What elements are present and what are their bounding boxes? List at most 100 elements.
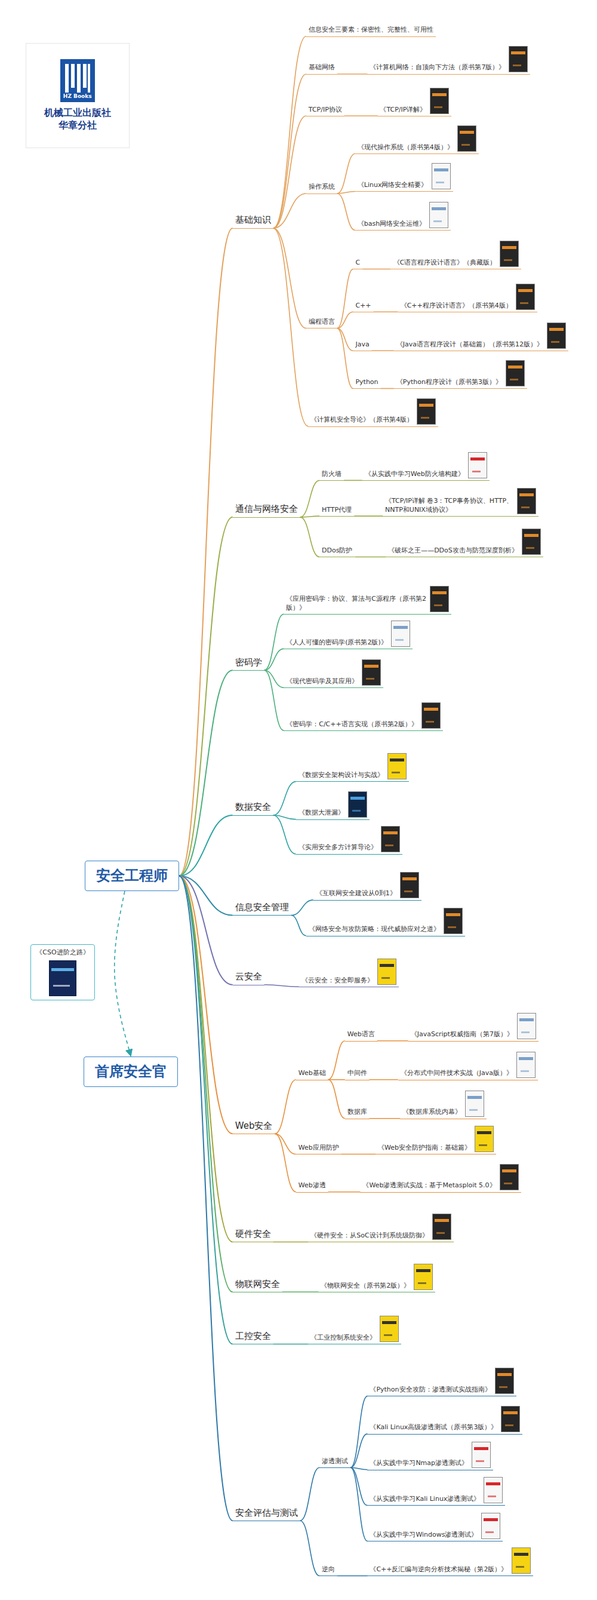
logo-icon: HZ Books [60,59,95,103]
publisher-name: 机械工业出版社 华章分社 [42,106,113,132]
book-cover [377,958,397,985]
branch-connector [264,648,284,670]
topic-text: Web基础 [298,1068,326,1077]
cover-band [389,758,405,762]
topic-text: 安全工程师 [96,866,168,884]
cover-band [383,1333,393,1336]
book-title: 《TCP/IP详解 卷3：TCP事务协议、HTTP、NNTP和UNIX域协议》 [385,496,514,515]
sub-topic: C++ [352,300,374,313]
book-topic: 《C语言程序设计语言》（典藏版） [391,239,522,270]
book-cover [399,871,420,898]
branch-connector [350,1466,368,1541]
book-topic: 《bash网络安全运维》 [355,200,451,231]
book-topic: 《互联网安全建设从0到1》 [313,870,422,901]
book-topic: 《C++反汇编与逆向分析技术揭秘（第2版）》 [367,1545,533,1576]
book-title: 《Python程序设计（原书第3版）》 [396,377,503,387]
branch-connector [274,1079,296,1134]
book-cover [421,702,441,729]
topic-text: 安全评估与测试 [235,1506,298,1519]
branch-connector [344,115,378,117]
book-title: 《物联网安全（原书第2版）》 [320,1281,411,1290]
cover-band [53,984,70,987]
cover-band [520,1069,529,1072]
book-cover [494,1367,515,1394]
cover-band [518,1056,534,1060]
dashed-arrow [114,890,131,1056]
cover-band [469,1108,478,1111]
branch-connector [179,875,233,1344]
publisher-logo: HZ Books 机械工业出版社 华章分社 [25,42,130,149]
branch-connector [179,875,233,1134]
book-topic: 《Web安全防护指南：基础篇》 [375,1124,497,1155]
book-topic: 《数据安全架构设计与实战》 [296,751,409,782]
branch-connector [343,479,363,482]
cover-band [51,967,75,971]
branch-connector [273,193,307,229]
book-cover [429,585,449,612]
cover-band [432,93,447,97]
book-title: 《Kali Linux高级渗透测试（原书第3版）》 [369,1422,498,1432]
branch-topic: 密码学 [232,655,265,672]
branch-connector [350,1433,368,1467]
topic-text: HTTP代理 [321,505,352,515]
cover-band [477,1130,492,1134]
sub-topic: Java [352,339,372,352]
branch-connector [362,268,392,270]
branch-connector [369,1078,399,1080]
sub-topic: Web渗透 [296,1179,329,1192]
cover-band [499,1385,508,1388]
cover-band [515,1565,525,1568]
sub-topic: 信息安全三要素：保密性、完整性、可用性 [306,24,436,37]
book-cover [443,907,463,934]
book-topic: 《Kali Linux高级渗透测试（原书第3版）》 [367,1404,523,1434]
cover-band [352,809,361,812]
book-cover [515,283,535,310]
topic-text: 中间件 [347,1068,368,1077]
branch-topic: Web安全 [232,1118,276,1135]
topic-text: DDos防护 [321,546,353,555]
sub-topic: HTTP代理 [319,504,355,517]
branch-topic: 云安全 [232,969,265,986]
cover-band [514,1552,529,1556]
sub-topic: DDos防护 [319,545,355,558]
cover-band [432,591,447,595]
goal-topic: 首席安全官 [83,1056,178,1087]
sub-topic: 中间件 [345,1067,370,1080]
branch-connector [179,875,233,1292]
cover-band [519,1017,534,1021]
cover-band [350,796,365,800]
cover-band [417,1281,427,1284]
cover-band [391,771,400,774]
cover-band [382,1320,397,1324]
branch-topic: 数据安全 [232,799,274,816]
book-cover [391,620,411,647]
book-title: 《人人可懂的密码学(原书第2版)》 [285,638,388,647]
cover-band [445,912,461,916]
branch-connector [179,517,233,876]
cover-band [509,378,519,381]
branch-connector [273,1241,309,1243]
cover-band [433,220,442,223]
branch-connector [282,1290,319,1292]
book-title: 《TCP/IP详解》 [379,105,427,115]
cover-band [364,664,379,668]
book-cover [511,1546,531,1574]
cover-band [383,831,398,835]
branch-connector [179,228,233,876]
book-title: 《硬件安全：从SoC设计到系统级防御》 [310,1231,429,1240]
topic-text: 防火墙 [321,469,342,479]
branch-topic: 信息安全管理 [232,900,292,916]
branch-connector [273,781,297,815]
cover-band [551,340,560,343]
book-cover [474,1125,494,1152]
book-topic: 《实用安全多方计算导论》 [296,824,403,855]
book-cover [481,1512,501,1539]
book-topic: 《应用密码学：协议、算法与C源程序（原书第2版）》 [283,584,452,615]
cover-band [502,245,517,249]
cover-band [503,1410,518,1414]
sub-topic: Web基础 [296,1067,329,1080]
book-title: 《密码学：C/C++语言实现（原书第2版）》 [285,719,418,729]
topic-text: Java [355,340,369,349]
book-title: 《云安全：安全即服务》 [301,976,374,985]
